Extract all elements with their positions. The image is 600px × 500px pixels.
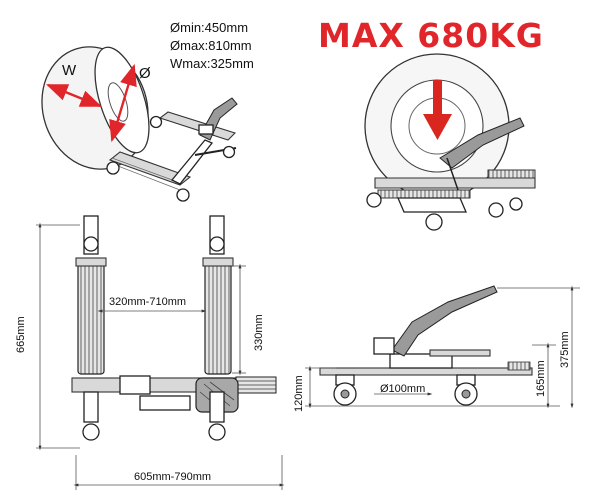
total-height-label: 375mm — [559, 331, 571, 368]
caster-wheel-icon — [454, 374, 478, 406]
top-view-drawing — [36, 215, 285, 490]
caster-height-label: 120mm — [293, 375, 305, 412]
spec-min-diameter: Ømin:450mm — [170, 20, 248, 35]
tire-diameter-label: Ø — [139, 65, 151, 82]
wheel-diameter-label: Ø100mm — [380, 383, 425, 395]
loaded-dolly-view — [364, 53, 536, 231]
tire-width-label: W — [62, 62, 77, 79]
side-view-drawing — [305, 285, 580, 409]
roller-height-label: 165mm — [535, 360, 547, 397]
dolly-sketch-icon — [106, 97, 238, 202]
overall-length-label: 665mm — [15, 316, 27, 353]
foot-pedal-icon — [439, 117, 525, 191]
down-arrow-icon — [423, 80, 452, 140]
capacity-title: MAX 680KG — [318, 16, 544, 55]
spec-max-width: Wmax:325mm — [170, 56, 254, 71]
foot-pedal-icon — [391, 285, 498, 357]
spec-max-diameter: Ømax:810mm — [170, 38, 252, 53]
arm-spread-label: 320mm-710mm — [109, 296, 186, 308]
caster-wheel-icon — [333, 374, 357, 406]
tire-icon — [41, 46, 150, 170]
overall-width-label: 605mm-790mm — [134, 471, 211, 483]
roller-length-label: 330mm — [253, 314, 265, 351]
